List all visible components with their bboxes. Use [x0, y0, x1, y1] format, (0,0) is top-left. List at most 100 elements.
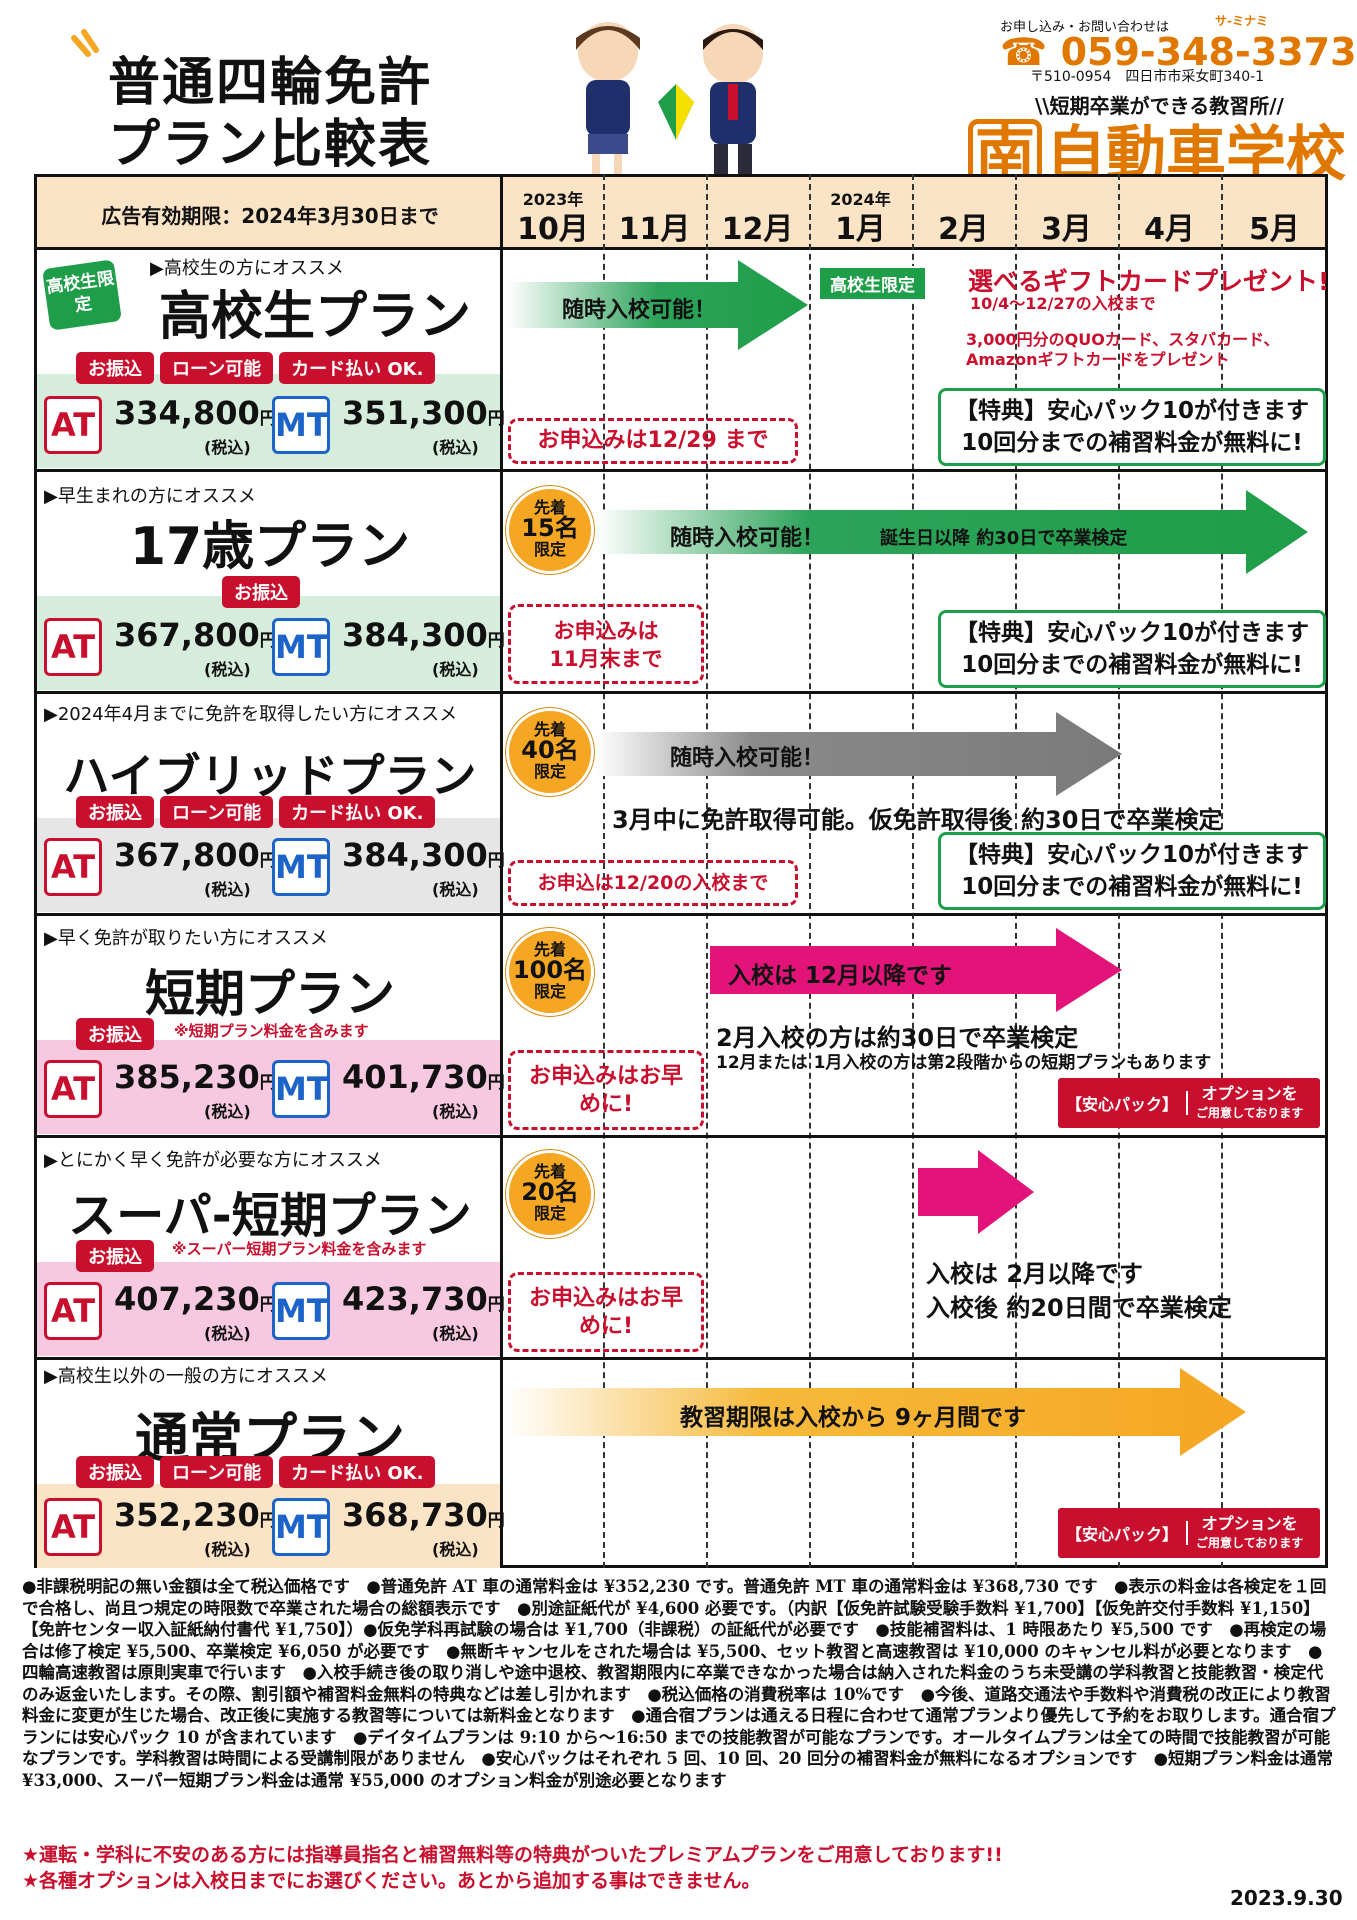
- plan-description: 入校は 2月以降です: [926, 1260, 1144, 1288]
- gift-description: 3,000円分のQUOカード、スタバカード、: [966, 330, 1280, 349]
- gift-description: Amazonギフトカードをプレゼント: [966, 350, 1230, 369]
- phone-icon: ☎: [1000, 30, 1048, 74]
- plan-target: ▶高校生の方にオススメ: [150, 258, 344, 279]
- plan-target: ▶とにかく早く免許が必要な方にオススメ: [44, 1150, 382, 1171]
- address: 〒510-0954 四日市市采女町340-1: [1030, 69, 1265, 85]
- payment-badge: お振込: [76, 796, 154, 828]
- arrow-label: 随時入校可能！: [670, 746, 825, 771]
- month-col-3: 12月: [721, 212, 794, 247]
- payment-badge: カード払い OK.: [279, 796, 436, 828]
- plan-target: ▶早生まれの方にオススメ: [44, 486, 256, 507]
- deadline-box: お申込は12/20の入校まで: [508, 860, 798, 906]
- payment-badge: お振込: [76, 1240, 154, 1272]
- student-mascots-illustration: [576, 22, 763, 178]
- payment-badges: お振込 ローン可能 カード払い OK.: [76, 352, 436, 384]
- plan-description: 入校後 約20日間で卒業検定: [926, 1294, 1232, 1322]
- deadline-box: お申込みはお早めに!: [508, 1272, 704, 1352]
- payment-badge: カード払い OK.: [279, 1456, 436, 1488]
- payment-badge: ローン可能: [160, 352, 274, 384]
- tax-note: (税込): [204, 438, 251, 457]
- tax-note: (税込): [432, 880, 479, 899]
- mt-price: 384,300円: [342, 616, 505, 654]
- plan-target: ▶高校生以外の一般の方にオススメ: [44, 1366, 328, 1387]
- validity-period: 広告有効期限：2024年3月30日まで: [101, 204, 439, 228]
- plan-target: ▶2024年4月までに免許を取得したい方にオススメ: [44, 704, 458, 725]
- payment-badge: お振込: [76, 1456, 154, 1488]
- tax-note: (税込): [204, 880, 251, 899]
- plan-row-super-short: [34, 1138, 1328, 1360]
- arrow-label: 随時入校可能！: [562, 298, 717, 323]
- tax-note: (税込): [432, 1102, 479, 1121]
- payment-badge: ローン可能: [160, 1456, 274, 1488]
- price-area: [37, 1262, 500, 1356]
- enrollment-arrow: [506, 1368, 1246, 1456]
- plan-name: 高校生プラン: [158, 287, 471, 347]
- divider: [500, 174, 503, 1568]
- enrollment-arrow: [508, 260, 808, 350]
- month-col-7: 4月: [1144, 212, 1195, 247]
- plan-table: [34, 174, 1328, 1568]
- arrow-sublabel: 誕生日以降 約30日で卒業検定: [880, 528, 1128, 549]
- payment-badge: お振込: [222, 576, 300, 608]
- enrollment-arrow: [918, 1150, 1034, 1234]
- at-price: 407,230円: [114, 1280, 277, 1318]
- plan-name: 短期プラン: [145, 965, 395, 1023]
- plan-name: ハイブリッドプラン: [63, 749, 477, 803]
- tax-note: (税込): [432, 660, 479, 679]
- tax-note: (税込): [432, 438, 479, 457]
- issue-date: 2023.9.30: [1230, 1886, 1343, 1910]
- price-area: [37, 818, 500, 912]
- arrow-label: 教習期限は入校から 9ヶ月間です: [680, 1405, 1027, 1431]
- terms-footnote: ●非課税明記の無い金額は全て税込価格です ●普通免許 AT 車の通常料金は ¥3…: [22, 1577, 1336, 1790]
- mt-price: 351,300円: [342, 394, 505, 432]
- tax-note: (税込): [204, 1324, 251, 1343]
- at-icon: AT: [44, 1498, 102, 1556]
- plan-target: ▶早く免許が取りたい方にオススメ: [44, 928, 328, 949]
- at-icon: AT: [44, 396, 102, 454]
- month-col-6: 3月: [1041, 212, 1092, 247]
- plan-name: スーパ-短期プラン: [68, 1188, 472, 1244]
- at-price: 352,230円: [114, 1496, 277, 1534]
- phone-number[interactable]: ☎ 059-348-3373: [1000, 30, 1357, 74]
- month-col-5: 2月: [938, 212, 989, 247]
- payment-badges: お振込 ローン可能 カード払い OK.: [76, 1456, 436, 1488]
- arrow-label: 入校は 12月以降です: [728, 963, 953, 989]
- at-price: 367,800円: [114, 616, 277, 654]
- plan-name: 17歳プラン: [129, 517, 411, 577]
- plan-row-17: [34, 472, 1328, 694]
- at-price: 385,230円: [114, 1058, 277, 1096]
- highschool-limited-label: 高校生限定: [818, 266, 927, 301]
- accent-mark: [71, 29, 99, 57]
- tax-note: (税込): [204, 660, 251, 679]
- deadline-box: お申込みは12/29 まで: [508, 418, 798, 464]
- arrow-label: 随時入校可能！: [670, 526, 825, 551]
- mt-icon: MT: [272, 1060, 330, 1118]
- at-icon: AT: [44, 618, 102, 676]
- divider: [809, 174, 811, 1568]
- plan-row-highschool: [34, 250, 1328, 472]
- price-note: ※スーパー短期プラン料金を含みます: [172, 1240, 427, 1258]
- payment-badge: お振込: [76, 352, 154, 384]
- divider: [706, 174, 708, 1568]
- payment-badge: ローン可能: [160, 796, 274, 828]
- mt-icon: MT: [272, 838, 330, 896]
- mt-price: 423,730円: [342, 1280, 505, 1318]
- plan-description: 3月中に免許取得可能。仮免許取得後 約30日で卒業検定: [612, 806, 1223, 834]
- mt-icon: MT: [272, 1282, 330, 1340]
- mt-price: 401,730円: [342, 1058, 505, 1096]
- tagline: \\短期卒業ができる教習所//: [1035, 94, 1284, 118]
- month-col-8: 5月: [1249, 212, 1300, 247]
- price-area: [37, 374, 500, 468]
- page-title: 普通四輪免許 プラン比較表: [108, 53, 433, 175]
- contact-label: お申し込み・お問い合わせは: [1000, 20, 1170, 35]
- price-area: [37, 1040, 500, 1134]
- phone-kana: サ-ミナミ: [1215, 14, 1268, 28]
- plan-description: 2月入校の方は約30日で卒業検定: [716, 1024, 1079, 1052]
